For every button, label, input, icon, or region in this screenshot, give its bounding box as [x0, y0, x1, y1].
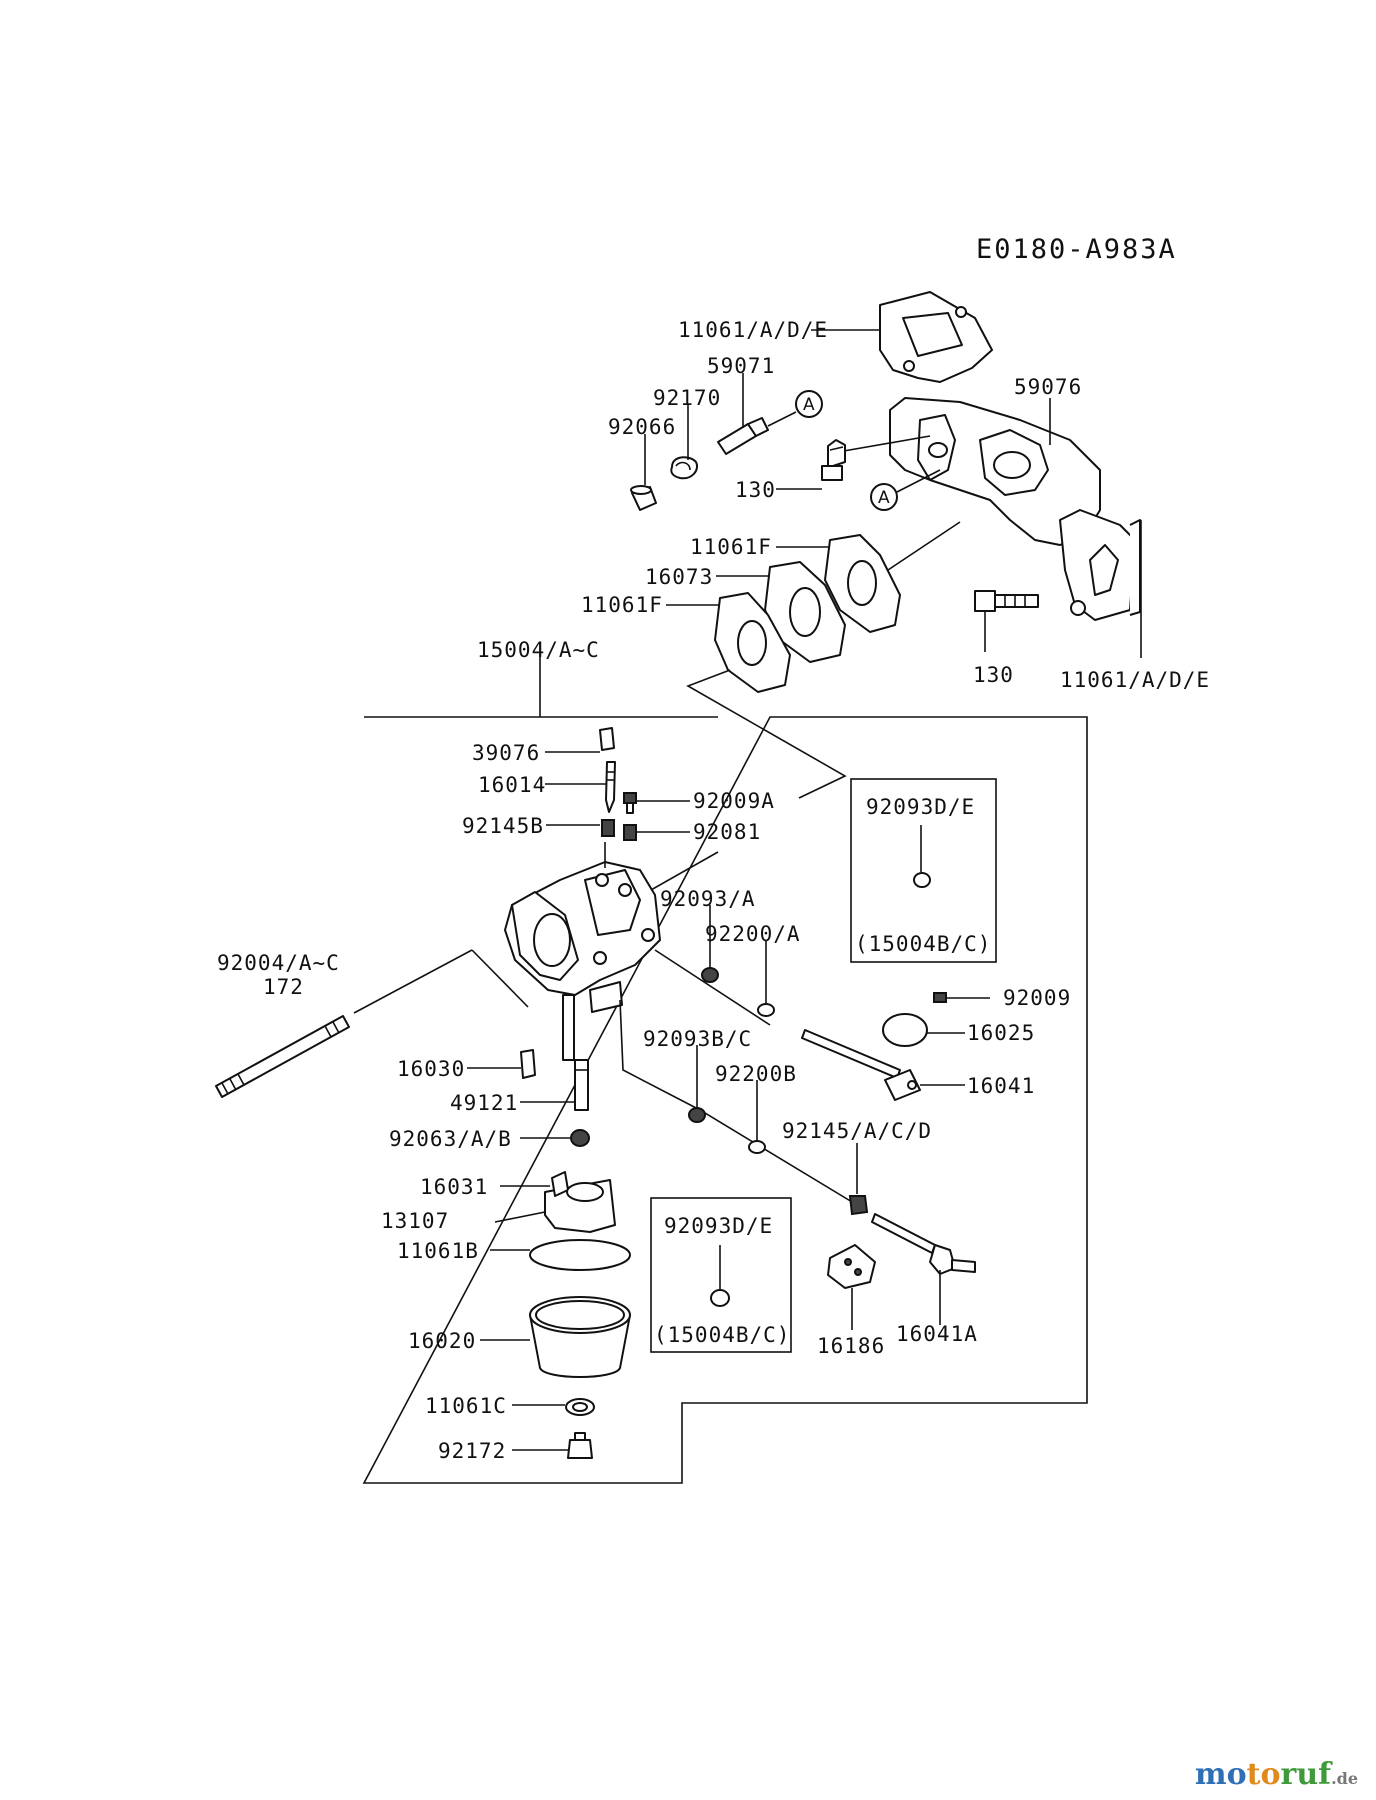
- label-manifold: 59076: [1014, 375, 1082, 399]
- bowl-nut-16030: [520, 1049, 536, 1079]
- oring-upper: [913, 872, 931, 888]
- gasket-top: [879, 291, 993, 383]
- label-13107: 13107: [381, 1209, 449, 1233]
- label-39076: 39076: [472, 741, 540, 765]
- part-92009: [933, 992, 947, 1003]
- label-16025: 16025: [967, 1021, 1035, 1045]
- intake-manifold: [889, 397, 1141, 621]
- label-bolt-lower: 130: [973, 663, 1014, 687]
- gasket-f-upper: [824, 534, 901, 633]
- bolt-upper: [821, 439, 846, 481]
- pin-13107: [494, 1211, 546, 1223]
- box-lower-title: 92093D/E: [664, 1214, 773, 1238]
- part-16014: [605, 761, 616, 813]
- part-92009a: [623, 792, 637, 814]
- box-upper-note: (15004B/C): [855, 932, 991, 956]
- part-16025: [882, 1013, 928, 1047]
- fitting: [717, 390, 823, 455]
- label-16031: 16031: [420, 1175, 488, 1199]
- gasket-f-lower: [714, 592, 791, 693]
- label-16041: 16041: [967, 1074, 1035, 1098]
- part-92145acd: [848, 1195, 869, 1216]
- label-gasket-top: 11061/A/D/E: [678, 318, 828, 342]
- label-cap: 92066: [608, 415, 676, 439]
- carb-assy-outline: [362, 716, 1088, 1484]
- label-92145b: 92145B: [462, 814, 544, 838]
- part-92200a: [757, 1003, 775, 1017]
- part-92200b: [748, 1140, 766, 1154]
- label-16020: 16020: [408, 1329, 476, 1353]
- label-stud: 92004/A~C: [217, 951, 340, 975]
- label-gasket-f-upper: 11061F: [690, 535, 772, 559]
- label-gasket-f-lower: 11061F: [581, 593, 663, 617]
- box-upper-title: 92093D/E: [866, 795, 975, 819]
- hose-clamp: [670, 456, 698, 480]
- watermark-logo: motoruf.de: [1194, 1757, 1358, 1792]
- label-carb-assy: 15004/A~C: [477, 638, 600, 662]
- part-box-lower: [650, 1197, 792, 1353]
- label-16186: 16186: [817, 1334, 885, 1358]
- label-stud-qty: 172: [263, 975, 304, 999]
- throttle-plate-16186: [827, 1244, 876, 1289]
- label-92200b: 92200B: [715, 1062, 797, 1086]
- label-11061b: 11061B: [397, 1239, 479, 1263]
- part-39076: [599, 727, 615, 751]
- label-49121: 49121: [450, 1091, 518, 1115]
- label-16030: 16030: [397, 1057, 465, 1081]
- label-92145acd: 92145/A/C/D: [782, 1119, 932, 1143]
- label-fitting: 59071: [707, 354, 775, 378]
- part-92093a: [701, 967, 719, 983]
- label-92172: 92172: [438, 1439, 506, 1463]
- oring-lower: [710, 1289, 730, 1307]
- label-insulator: 16073: [645, 565, 713, 589]
- label-92093a: 92093/A: [660, 887, 756, 911]
- part-92081: [623, 824, 637, 841]
- label-clamp: 92170: [653, 386, 721, 410]
- float-16031: [544, 1171, 616, 1233]
- choke-shaft: [801, 1029, 921, 1101]
- label-gasket-right: 11061/A/D/E: [1060, 668, 1210, 692]
- label-bolt-upper: 130: [735, 478, 776, 502]
- callout-a-mid: [870, 483, 898, 511]
- gasket-11061b: [529, 1239, 631, 1271]
- label-92093bc: 92093B/C: [643, 1027, 752, 1051]
- stud: [215, 1015, 350, 1098]
- label-16014: 16014: [478, 773, 546, 797]
- throttle-shaft: [871, 1213, 976, 1275]
- jet-49121: [574, 1059, 589, 1111]
- callout-a-top: [795, 390, 823, 418]
- box-lower-note: (15004B/C): [654, 1323, 790, 1347]
- diagram-code: E0180-A983A: [976, 234, 1177, 265]
- callout-a-mid-text: A: [878, 488, 890, 508]
- part-92145b: [601, 819, 615, 837]
- label-92200a: 92200/A: [705, 922, 801, 946]
- label-11061c: 11061C: [425, 1394, 507, 1418]
- label-92009a: 92009A: [693, 789, 775, 813]
- part-box-upper: [850, 778, 997, 963]
- bowl-16020: [529, 1296, 631, 1378]
- label-92063: 92063/A/B: [389, 1127, 512, 1151]
- callout-a-top-text: A: [803, 395, 815, 415]
- gasket-11061c: [565, 1398, 595, 1416]
- carburetor-body: [504, 842, 661, 1013]
- bolt-lower: [974, 590, 1039, 612]
- label-92081: 92081: [693, 820, 761, 844]
- drain-bolt-92172: [567, 1432, 593, 1459]
- part-92063: [570, 1129, 590, 1147]
- part-92093bc: [688, 1107, 706, 1123]
- cap: [630, 485, 657, 511]
- label-92009: 92009: [1003, 986, 1071, 1010]
- label-16041a: 16041A: [896, 1322, 978, 1346]
